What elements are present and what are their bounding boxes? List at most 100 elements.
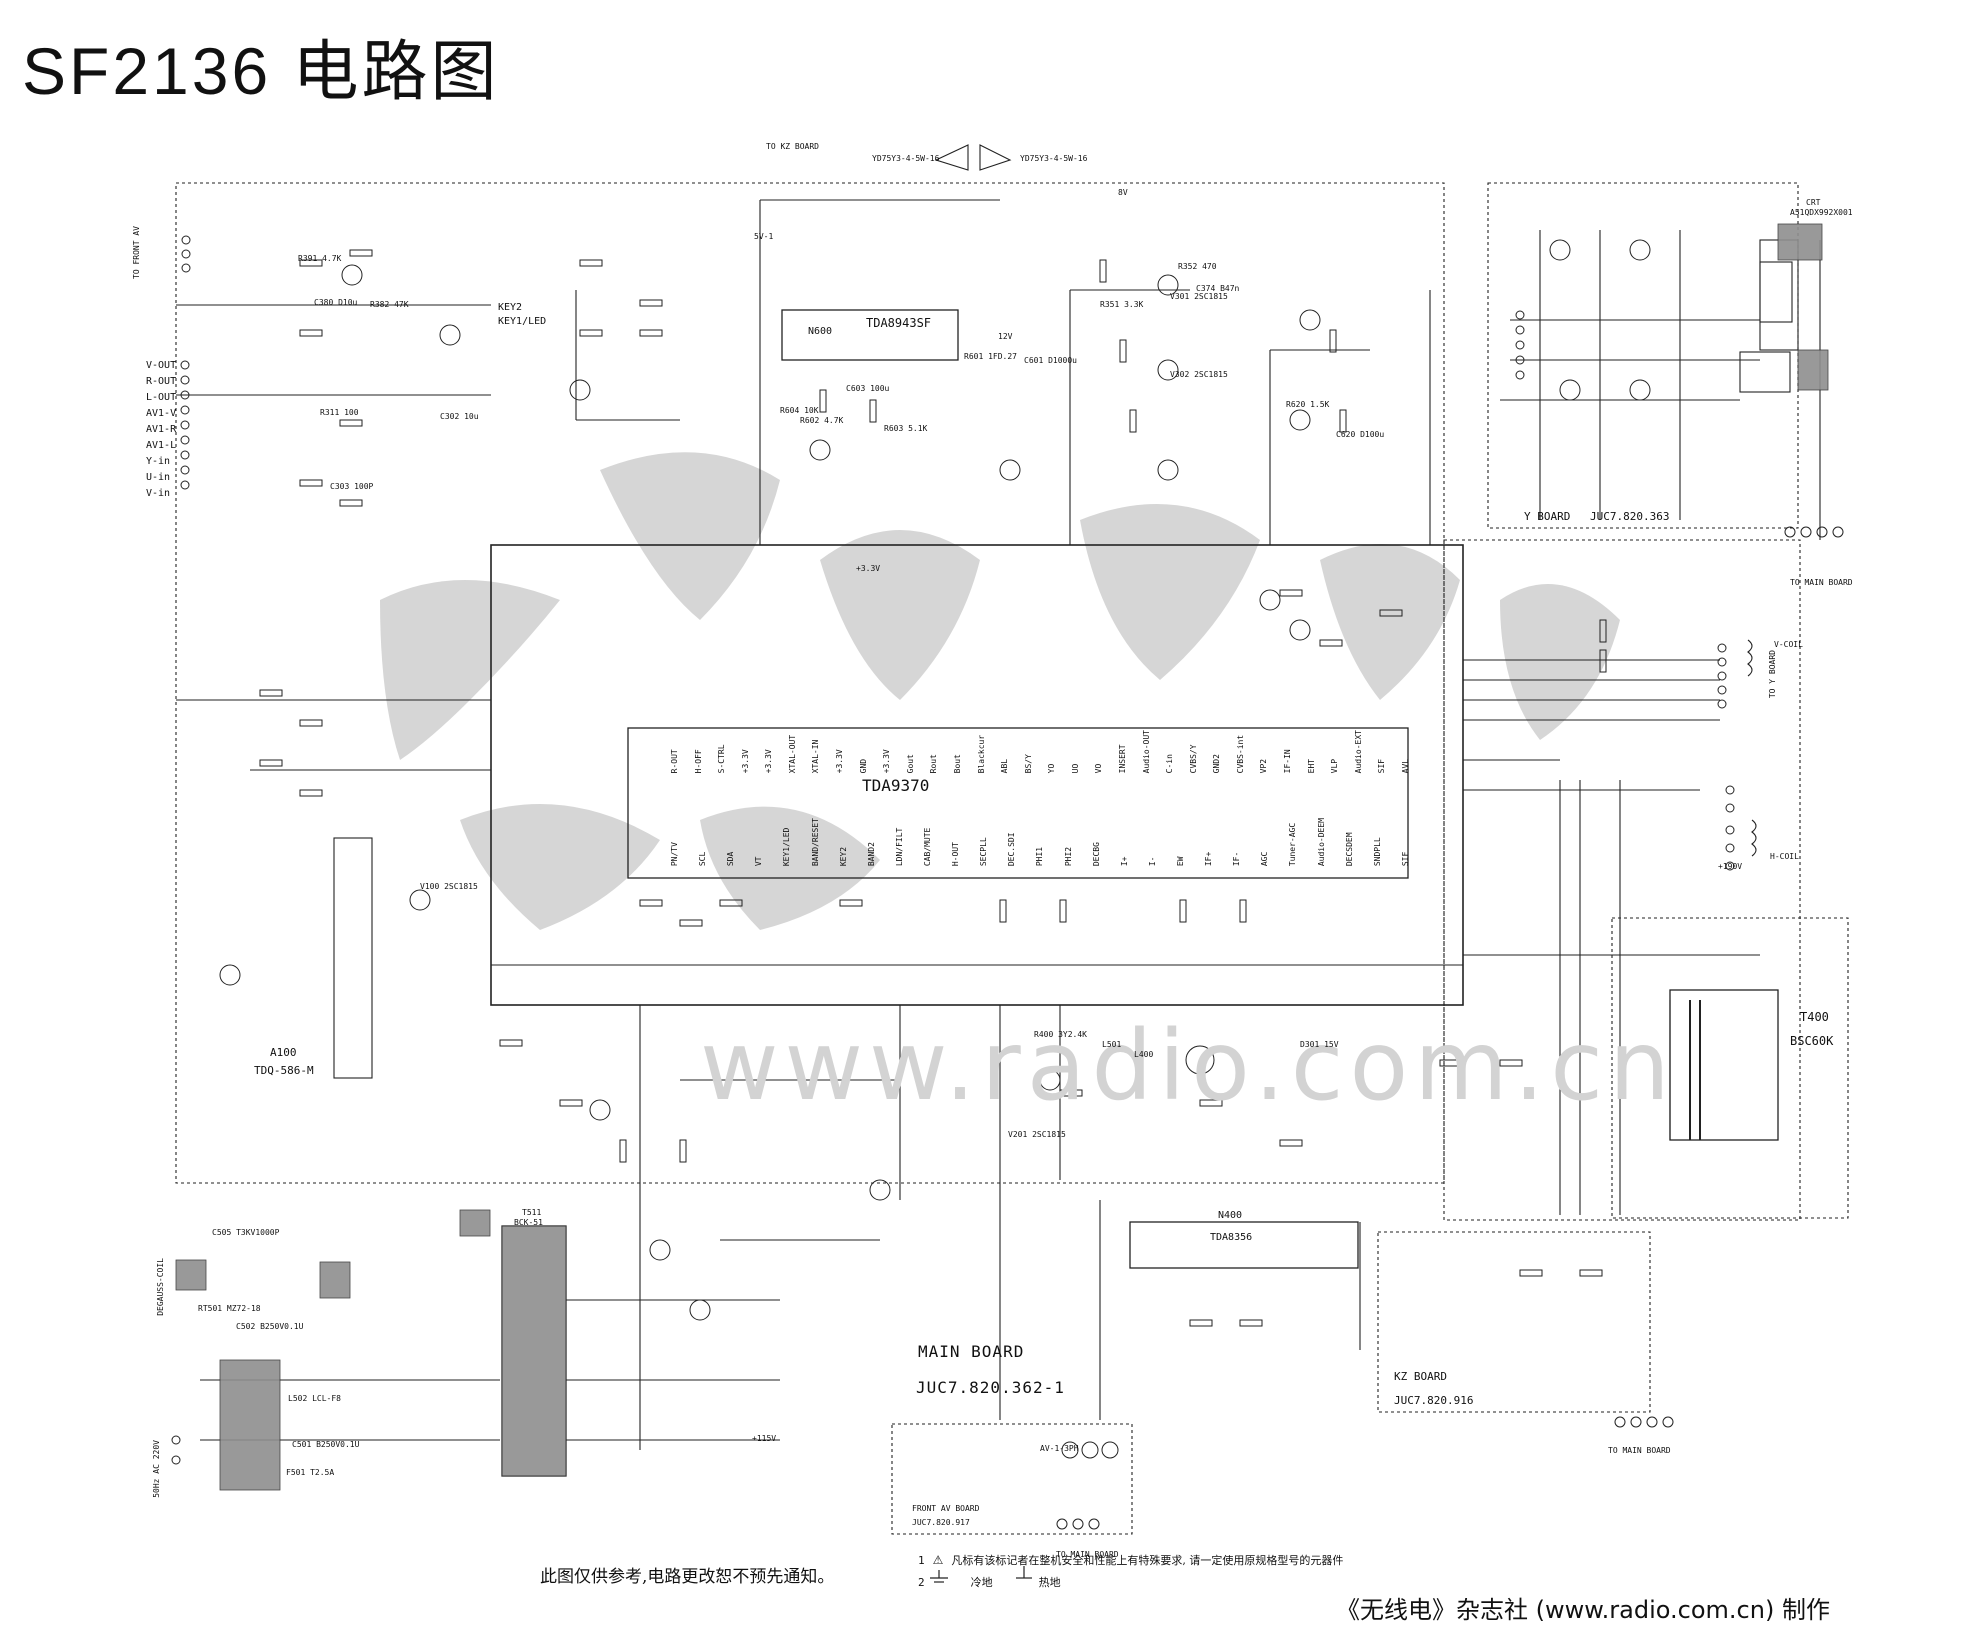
- tda-pin: ABL: [1000, 758, 1010, 774]
- page-title: SF2136 电路图: [22, 34, 500, 108]
- front-av-board-id: JUC7.820.917: [912, 1518, 970, 1527]
- tda-pin: H-OUT: [951, 842, 961, 867]
- av-label: U-in: [146, 472, 171, 483]
- r391-label: R391 4.7K: [298, 254, 342, 263]
- switch-transformer-model: BCK-51: [514, 1218, 543, 1227]
- tda-pin: AGC: [1260, 851, 1270, 867]
- r603-label: R603 5.1K: [884, 424, 928, 433]
- l501-label: L501: [1102, 1040, 1122, 1049]
- y-board-id: JUC7.820.363: [1590, 510, 1670, 523]
- tda-pin: BS/Y: [1023, 754, 1033, 774]
- warning-triangle-icon: ⚠: [932, 1553, 944, 1567]
- f501-label: F501 T2.5A: [286, 1468, 335, 1477]
- tda-pin: Blackcur: [976, 734, 986, 774]
- conn-to-main-1: TO MAIN BOARD: [1790, 578, 1853, 587]
- av-label: AV1-V: [146, 408, 177, 419]
- v302-label: V302 2SC1815: [1170, 370, 1228, 379]
- tda-pin: INSERT: [1117, 744, 1127, 774]
- c601-label: C601 D1000u: [1024, 356, 1077, 365]
- tda-pin: I+: [1119, 856, 1129, 867]
- tda-pin: Audio-OUT: [1141, 730, 1151, 774]
- c374-label: C374 B47n: [1196, 284, 1240, 293]
- flyback-model: BSC60K: [1790, 1034, 1834, 1048]
- reference-note: 此图仅供参考,电路更改恕不预先通知。: [540, 1567, 835, 1587]
- conn-to-main-3: TO MAIN BOARD: [1056, 1550, 1119, 1559]
- c501-label: C501 B250V0.1U: [292, 1440, 360, 1449]
- tda-pin: PN/TV: [670, 842, 679, 867]
- conn-degauss: DEGAUSS-COIL: [156, 1258, 165, 1316]
- publisher-credit: 《无线电》杂志社 (www.radio.com.cn) 制作: [1336, 1596, 1830, 1624]
- av-label: V-in: [146, 488, 171, 499]
- tda-pin: PHI1: [1035, 846, 1045, 867]
- r400-label: R400 3Y2.4K: [1034, 1030, 1087, 1039]
- l400-label: L400: [1134, 1050, 1154, 1059]
- tda-pin: SIF: [1400, 851, 1410, 867]
- c380-label: C380 D10u: [314, 298, 358, 307]
- tda-pin: EW: [1175, 856, 1185, 867]
- c603-label: C603 100u: [846, 384, 890, 393]
- r604-label: R604 10K: [780, 406, 819, 415]
- conn-av-jack: AV-1-3PH: [1040, 1444, 1079, 1453]
- av-label: L-OUT: [146, 392, 177, 403]
- r602-label: R602 4.7K: [800, 416, 844, 425]
- conn-to-front-av: TO FRONT AV: [132, 226, 141, 279]
- tda-pin: BAND2: [866, 842, 876, 867]
- tda-pin: DEC.SDI: [1007, 832, 1017, 867]
- kz-board-label: KZ BOARD: [1394, 1370, 1447, 1383]
- tda-pin: H-OFF: [693, 749, 703, 774]
- tda-pin: Bout: [952, 754, 962, 774]
- c620-label: C620 D100u: [1336, 430, 1385, 439]
- av-label-list: V-OUT R-OUT L-OUT AV1-V AV1-R AV1-L Y-in…: [146, 360, 176, 499]
- d301-label: D301 15V: [1300, 1040, 1339, 1049]
- switch-transformer-label: T511: [522, 1208, 542, 1217]
- tda-pin: +3.3V: [740, 749, 750, 774]
- pwr-190v: +190V: [1718, 862, 1743, 871]
- tda-pin: XTAL-OUT: [787, 734, 797, 774]
- conn-to-main-2: TO MAIN BOARD: [1608, 1446, 1671, 1455]
- r382-label: R382 47K: [370, 300, 409, 309]
- conn-to-kz: TO KZ BOARD: [766, 142, 819, 151]
- tda-pin: C-in: [1165, 754, 1175, 774]
- tda-pin: GND2: [1212, 754, 1222, 774]
- crt-label: CRT: [1806, 198, 1821, 207]
- tda-pin: LDN/FILT: [894, 827, 904, 867]
- tda-pin: BAND/RESET: [810, 818, 820, 867]
- r311-label: R311 100: [320, 408, 359, 417]
- pwr-8v: 8V: [1118, 188, 1128, 197]
- l502-label: L502 LCL-F8: [288, 1394, 341, 1403]
- tuner-model: TDQ-586-M: [254, 1064, 314, 1077]
- tda-pins-bottom: PN/TV SCL SDA VT KEY1/LED BAND/RESET KEY…: [670, 818, 1410, 866]
- v301-label: V301 2SC1815: [1170, 292, 1228, 301]
- tda-pin: GND: [858, 758, 868, 774]
- rt501-label: RT501 MZ72-18: [198, 1304, 261, 1313]
- tda-pin: UO: [1070, 763, 1080, 774]
- main-board-label: MAIN BOARD: [918, 1342, 1025, 1361]
- main-ic-label: TDA9370: [862, 776, 930, 795]
- pwr-5v: 5V-1: [754, 232, 774, 241]
- speaker-left-label: YD75Y3-4-5W-16: [872, 154, 940, 163]
- tda-pin: DECSDEM: [1344, 832, 1354, 867]
- conn-h-coil: H-COIL: [1770, 852, 1799, 861]
- tda-pin: CVBS-int: [1235, 734, 1245, 774]
- tda-pin: KEY1/LED: [782, 827, 792, 867]
- ic-tda8356-label: TDA8356: [1210, 1232, 1253, 1243]
- tda-pin: SNDPLL: [1372, 837, 1382, 867]
- ground-legend-number: 2: [918, 1575, 925, 1589]
- conn-v-coil: V-COIL: [1774, 640, 1803, 649]
- pwr-115v: +115V: [752, 1434, 777, 1443]
- tda-pin: VP2: [1259, 758, 1269, 774]
- c505-label: C505 T3KV1000P: [212, 1228, 280, 1237]
- r601-label: R601 1FD.27: [964, 352, 1017, 361]
- v201-label: V201 2SC1815: [1008, 1130, 1066, 1139]
- r351-label: R351 3.3K: [1100, 300, 1144, 309]
- pwr-12v: 12V: [998, 332, 1013, 341]
- c502-label: C502 B250V0.1U: [236, 1322, 304, 1331]
- tda-pin: AVL: [1400, 758, 1410, 774]
- kz-board-id: JUC7.820.916: [1394, 1394, 1474, 1407]
- tda-pin: Rout: [929, 754, 939, 774]
- cold-ground-label: 冷地: [970, 1576, 993, 1589]
- conn-to-y-board: TO Y BOARD: [1768, 650, 1777, 699]
- y-board-label: Y BOARD: [1524, 510, 1571, 523]
- tda-pin: CAB/MUTE: [922, 827, 932, 867]
